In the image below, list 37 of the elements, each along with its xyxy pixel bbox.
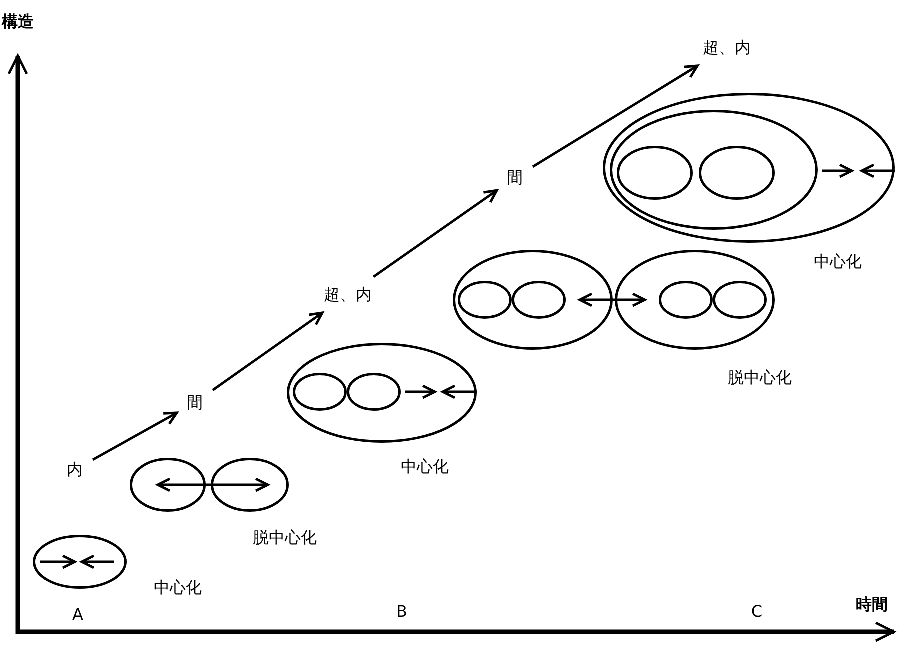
- ellipse: [33, 535, 127, 589]
- arrow: [578, 292, 646, 308]
- ellipse: [699, 146, 775, 200]
- stage-label: 内: [67, 462, 83, 478]
- stage-label: 間: [187, 395, 203, 411]
- ellipse: [512, 281, 566, 319]
- arrow: [372, 189, 498, 278]
- stage-letter: C: [751, 604, 763, 620]
- stage-letter: B: [396, 604, 408, 620]
- axis-title: 時間: [856, 597, 888, 613]
- stage-label: 超、内: [324, 287, 372, 303]
- ellipse: [615, 250, 775, 350]
- node-label: 脱中心化: [728, 370, 792, 386]
- stage-label: 超、内: [703, 40, 751, 56]
- ellipse: [659, 281, 713, 319]
- stage-letter: A: [72, 607, 84, 623]
- ellipse: [130, 458, 206, 512]
- ellipse: [617, 146, 693, 200]
- ellipse: [347, 373, 401, 411]
- node-label: 中心化: [814, 254, 862, 270]
- arrow: [92, 412, 178, 462]
- ellipse: [287, 343, 477, 443]
- axis-title: 構造: [2, 14, 34, 30]
- ellipse: [293, 373, 347, 411]
- ellipse: [603, 93, 895, 243]
- ellipse: [458, 281, 512, 319]
- ellipse: [713, 281, 767, 319]
- node-label: 中心化: [401, 459, 449, 475]
- node-label: 中心化: [154, 580, 202, 596]
- ellipse: [211, 458, 289, 512]
- ellipse: [453, 250, 613, 350]
- arrow: [156, 478, 270, 492]
- arrow: [212, 312, 324, 392]
- node-label: 脱中心化: [253, 530, 317, 546]
- ellipse: [610, 110, 818, 230]
- stage-label: 間: [507, 170, 523, 186]
- arrow: [532, 64, 699, 168]
